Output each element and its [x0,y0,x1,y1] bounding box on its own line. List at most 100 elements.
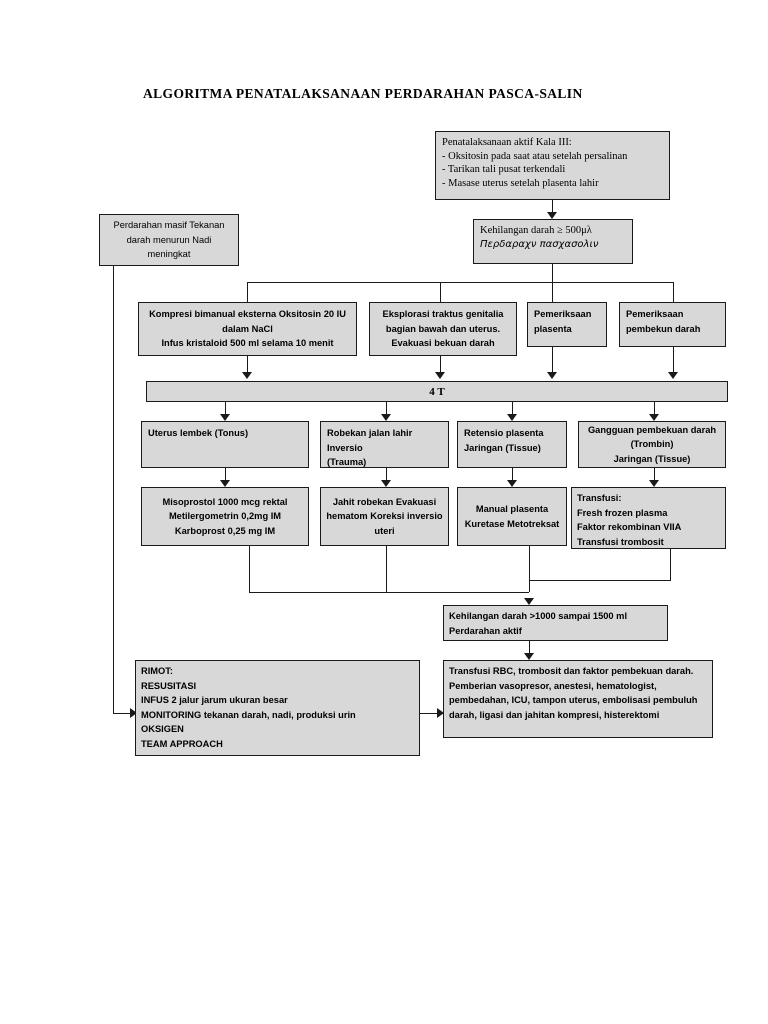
node-line: RIMOT: [141,666,174,676]
node-tonus: Uterus lembek (Tonus) [141,421,309,468]
node-line: bagian bawah dan uterus. [385,323,501,334]
node-line: Perdarahan aktif [449,625,522,636]
node-line: OKSIGEN [141,724,184,734]
node-rx-trauma: Jahit robekan Evakuasi hematom Koreksi i… [320,487,449,546]
connector-arrow [649,480,659,487]
node-line: Jaringan (Tissue) [464,442,541,453]
node-line: Pemeriksaan [626,309,684,319]
node-line: Transfusi: [577,493,622,503]
connector-line [654,468,655,483]
node-penatalaksanaan-aktif-kala-3: Penatalaksanaan aktif Kala III: - Oksito… [435,131,670,200]
node-line-symbol: Περδαραχν πασχασολιν [480,238,599,250]
connector-line [386,468,387,483]
node-kehilangan-darah-500: Kehilangan darah ≥ 500μλ Περδαραχν πασχα… [473,219,633,264]
node-line: Eksplorasi traktus genitalia [382,309,504,320]
connector-line [529,641,530,655]
node-line: Kompresi bimanual eksterna Oksitosin 20 … [149,309,346,320]
connector-arrow [547,212,557,219]
node-line: Transfusi trombosit [577,536,664,547]
node-line: TEAM APPROACH [141,738,223,749]
connector-line [386,402,387,418]
connector-line [386,546,387,592]
connector-line [247,356,248,376]
connector-line [552,264,553,282]
node-line: Manual plasenta [475,504,549,514]
node-perdarahan-masif: Perdarahan masif Tekanan darah menurun N… [99,214,239,266]
connector-arrow [524,653,534,660]
node-line: - Oksitosin pada saat atau setelah persa… [442,150,628,162]
node-line: darah, ligasi dan jahitan kompresi, hist… [449,709,660,720]
connector-arrow [242,372,252,379]
node-line: plasenta [534,323,572,334]
node-line: hematom Koreksi inversio [326,511,443,522]
connector-arrow [524,598,534,605]
connector-line [529,546,530,592]
connector-line [225,402,226,418]
connector-bus-horizontal [247,282,673,283]
node-line: Retensio plasenta [464,428,544,438]
node-line: Infus kristaloid 500 ml selama 10 menit [161,338,334,349]
connector-line [673,282,674,302]
node-line: (Trauma) [327,457,367,467]
node-line: Metilergometrin 0,2mg IM [168,511,282,522]
node-line: Kuretase Metotreksat [464,518,560,529]
node-line: RESUSITASI [141,680,197,691]
connector-line-left-spine [113,266,114,713]
node-kehilangan-darah-1000: Kehilangan darah >1000 sampai 1500 ml Pe… [443,605,668,641]
node-line: Perdarahan masif Tekanan [113,220,225,231]
page-title: ALGORITMA PENATALAKSANAAN PERDARAHAN PAS… [143,86,583,101]
node-rimot: RIMOT: RESUSITASI INFUS 2 jalur jarum uk… [135,660,420,756]
node-line: Karboprost 0,25 mg IM [174,525,276,536]
node-trombin: Gangguan pembekuan darah (Trombin) Jarin… [578,421,726,468]
four-t-label: 4 T [429,385,445,398]
node-pemeriksaan-plasenta: Pemeriksaan plasenta [527,302,607,347]
connector-arrow [381,414,391,421]
connector-line [249,546,250,592]
node-line: Misoprostol 1000 mcg rektal [162,496,288,507]
node-line: Jaringan (Tissue) [613,453,691,464]
connector-arrow-left [130,708,137,718]
connector-arrow [220,480,230,487]
connector-line [225,468,226,483]
connector-arrow [668,372,678,379]
connector-bus-horizontal [249,592,529,593]
node-line: (Trombin) [630,439,674,450]
node-tissue: Retensio plasenta Jaringan (Tissue) [457,421,567,468]
node-line: Jahit robekan Evakuasi [332,496,437,507]
node-line: Faktor rekombinan VIIA [577,522,682,532]
node-transfusi-rbc: Transfusi RBC, trombosit dan faktor pemb… [443,660,713,738]
connector-arrow [507,414,517,421]
node-line: darah menurun Nadi [126,234,212,245]
connector-line [670,549,671,580]
node-line: Robekan jalan lahir Inversio [327,428,413,453]
connector-line [552,347,553,376]
node-line: Penatalaksanaan aktif Kala III: [442,137,572,148]
node-line: Fresh frozen plasma [577,507,668,518]
node-line: - Masase uterus setelah plasenta lahir [442,177,599,189]
connector-arrow [547,372,557,379]
node-line: MONITORING tekanan darah, nadi, produksi… [141,709,356,720]
node-line: Evakuasi bekuan darah [391,338,495,349]
node-four-t-bar: 4 T [146,381,728,402]
connector-line [247,282,248,302]
connector-arrow [649,414,659,421]
node-line: Pemeriksaan [534,309,592,319]
node-line: pembedahan, ICU, tampon uterus, embolisa… [449,695,698,705]
node-rx-tonus: Misoprostol 1000 mcg rektal Metilergomet… [141,487,309,546]
node-pemeriksaan-pembekun-darah: Pemeriksaan pembekun darah [619,302,726,347]
node-line: uteri [374,525,395,536]
connector-line [440,282,441,302]
connector-arrow [507,480,517,487]
node-eksplorasi-traktus: Eksplorasi traktus genitalia bagian bawa… [369,302,517,356]
node-line: Transfusi RBC, trombosit dan faktor pemb… [449,666,694,676]
connector-line [440,356,441,376]
node-rx-trombin: Transfusi: Fresh frozen plasma Faktor re… [571,487,726,549]
node-line: Uterus lembek (Tonus) [148,428,249,438]
connector-arrow [220,414,230,421]
connector-line [552,200,553,214]
node-line: Gangguan pembekuan darah [587,424,717,435]
node-line: Pemberian vasopresor, anestesi, hematolo… [449,680,657,691]
node-line: Kehilangan darah >1000 sampai 1500 ml [449,611,628,621]
node-line: dalam NaCl [222,323,273,334]
